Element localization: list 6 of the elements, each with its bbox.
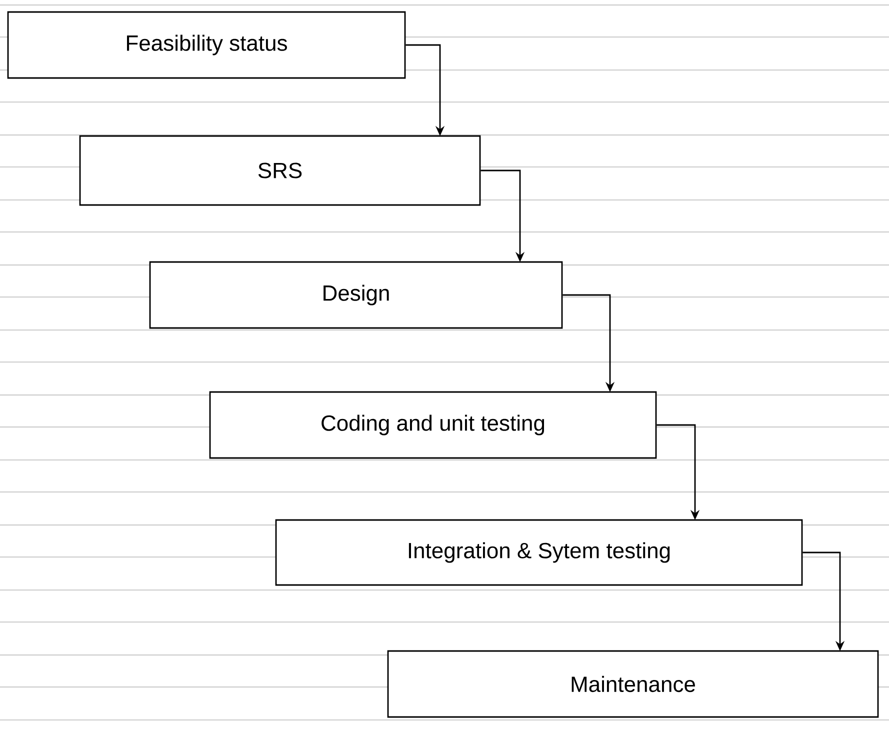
- process-box: Coding and unit testing: [209, 391, 657, 459]
- process-box: SRS: [79, 135, 481, 206]
- process-box: Feasibility status: [7, 11, 406, 79]
- process-box: Integration & Sytem testing: [275, 519, 803, 586]
- process-box: Design: [149, 261, 563, 329]
- process-box: Maintenance: [387, 650, 879, 718]
